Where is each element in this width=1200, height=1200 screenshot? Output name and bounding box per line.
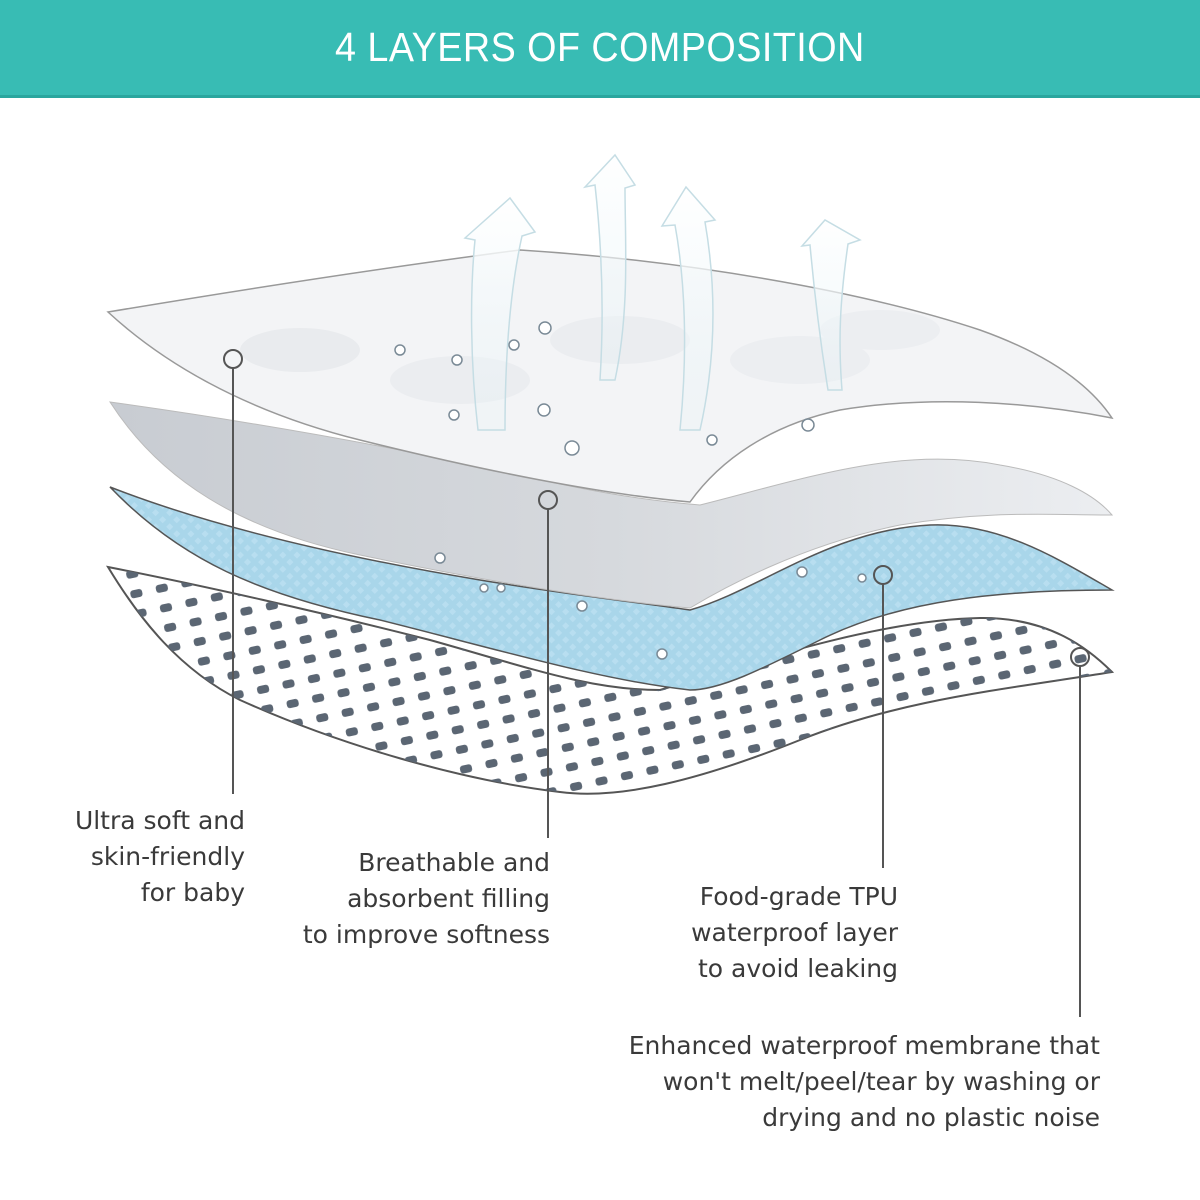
- callout-label-3: Food-grade TPU waterproof layer to avoid…: [691, 879, 898, 987]
- callout-text: won't melt/peel/tear by washing or: [662, 1067, 1100, 1096]
- callout-label-1: Ultra soft and skin-friendly for baby: [75, 803, 245, 911]
- arrow-icon: [660, 185, 717, 431]
- callout-text: Ultra soft and: [74, 806, 245, 835]
- callout-text: absorbent filling: [347, 884, 550, 913]
- arrow-icon: [800, 219, 862, 391]
- airflow-arrows: [463, 153, 862, 431]
- callout-label-4: Enhanced waterproof membrane that won't …: [629, 1028, 1100, 1136]
- callout-text: waterproof layer: [691, 918, 898, 947]
- callout-text: Breathable and: [358, 848, 550, 877]
- callout-text: skin-friendly: [90, 842, 245, 871]
- callout-text: Food-grade TPU: [699, 882, 898, 911]
- water-droplets: [394, 321, 867, 660]
- arrow-icon: [463, 196, 537, 431]
- callout-text: to avoid leaking: [698, 954, 898, 983]
- arrow-icon: [582, 153, 637, 381]
- callout-text: for baby: [140, 878, 245, 907]
- callout-text: Enhanced waterproof membrane that: [628, 1031, 1100, 1060]
- tpu-layer: [109, 486, 1115, 691]
- page-title: 4 LAYERS OF COMPOSITION: [335, 24, 865, 70]
- membrane-layer: [105, 565, 1115, 795]
- header-banner: 4 LAYERS OF COMPOSITION: [0, 0, 1200, 98]
- callout-leaders: [223, 349, 1090, 1017]
- callout-text: drying and no plastic noise: [762, 1103, 1100, 1132]
- callout-text: to improve softness: [302, 920, 550, 949]
- callout-label-2: Breathable and absorbent filling to impr…: [303, 845, 550, 953]
